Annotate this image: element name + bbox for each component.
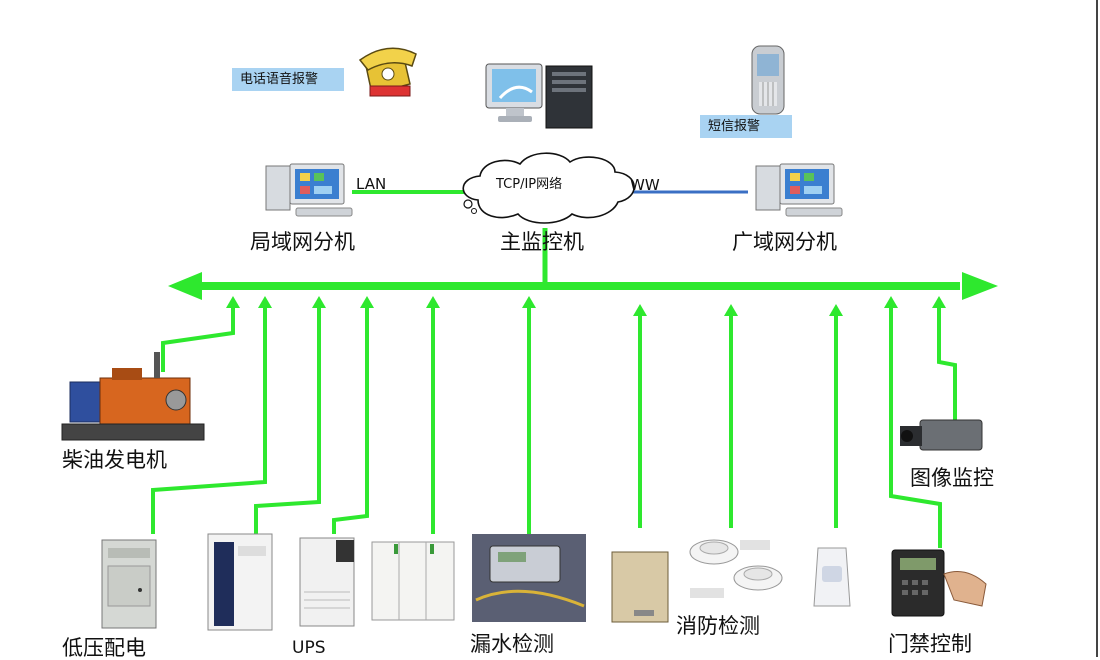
generator-connector bbox=[161, 306, 235, 372]
diesel-generator-icon bbox=[61, 352, 205, 441]
ups-icon bbox=[299, 537, 355, 627]
sms-alarm-label: 短信报警 bbox=[700, 115, 792, 138]
low-voltage-connector bbox=[151, 306, 267, 534]
access-connector bbox=[889, 306, 942, 548]
low-voltage-cabinet-icon bbox=[101, 539, 157, 629]
device-connectors bbox=[151, 306, 957, 548]
connector-arrowheads bbox=[226, 296, 946, 316]
power-cabinet-icon bbox=[207, 533, 273, 631]
wan-label: WW bbox=[630, 176, 660, 194]
wan-sub-host-label: 广域网分机 bbox=[732, 230, 837, 254]
main-bus-arrow bbox=[168, 272, 998, 300]
telephone-icon bbox=[358, 47, 417, 97]
camera-connector bbox=[937, 306, 957, 420]
generator-label: 柴油发电机 bbox=[62, 448, 167, 472]
cabinet-connector bbox=[254, 306, 321, 534]
low-voltage-label: 低压配电 bbox=[62, 636, 146, 660]
leak-detector-icon bbox=[472, 534, 586, 622]
lan-sub-host-label: 局域网分机 bbox=[250, 230, 355, 254]
lan-workstation-icon bbox=[265, 163, 353, 217]
access-control-label: 门禁控制 bbox=[888, 632, 972, 656]
mobile-phone-icon bbox=[751, 45, 785, 115]
lan-label: LAN bbox=[356, 175, 387, 193]
infrared-detector-icon bbox=[813, 547, 851, 607]
tcpip-cloud-icon bbox=[462, 152, 635, 224]
fire-detection-label: 消防检测 bbox=[676, 614, 760, 638]
phone-alarm-label: 电话语音报警 bbox=[232, 68, 344, 91]
tcpip-network-label: TCP/IP网络 bbox=[496, 177, 563, 192]
sensor-box-icon bbox=[611, 551, 669, 623]
ups-label: UPS bbox=[292, 638, 326, 658]
main-host-label: 主监控机 bbox=[500, 230, 584, 254]
wan-workstation-icon bbox=[755, 163, 843, 217]
camera-icon bbox=[900, 419, 983, 451]
ups-connector bbox=[332, 306, 369, 534]
main-server-icon bbox=[485, 63, 593, 129]
battery-cabinet-icon bbox=[371, 541, 455, 621]
leak-detection-label: 漏水检测 bbox=[470, 632, 554, 656]
camera-label: 图像监控 bbox=[910, 466, 994, 490]
access-control-icon bbox=[891, 549, 987, 617]
smoke-detector-icon bbox=[689, 539, 783, 598]
